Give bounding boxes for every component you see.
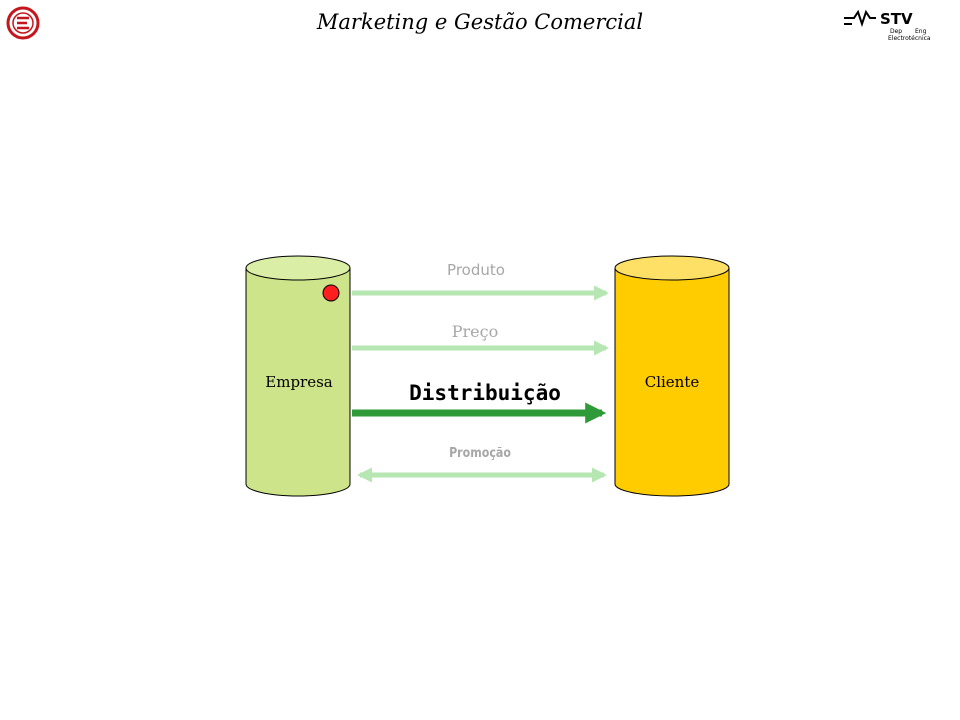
- empresa-cylinder: [245, 255, 351, 497]
- empresa-label: Empresa: [265, 373, 333, 391]
- marker-dot-icon: [322, 284, 340, 302]
- cliente-label: Cliente: [644, 373, 700, 391]
- cliente-cylinder: [614, 255, 730, 497]
- logo-electro-text: Electrotécnica: [888, 35, 931, 42]
- svg-text:STV: STV: [880, 10, 913, 28]
- department-logo-icon: STV: [842, 8, 942, 48]
- page-title: Marketing e Gestão Comercial: [316, 10, 644, 34]
- produto-label: Produto: [447, 261, 505, 279]
- institution-logo-icon: [6, 6, 40, 40]
- preco-label: Preço: [451, 322, 499, 341]
- logo-dep-text: Dep: [890, 28, 903, 35]
- promocao-label: Promoção: [449, 446, 511, 461]
- distribuicao-label: Distribuição: [409, 381, 561, 405]
- logo-eng-text: Eng: [915, 28, 927, 35]
